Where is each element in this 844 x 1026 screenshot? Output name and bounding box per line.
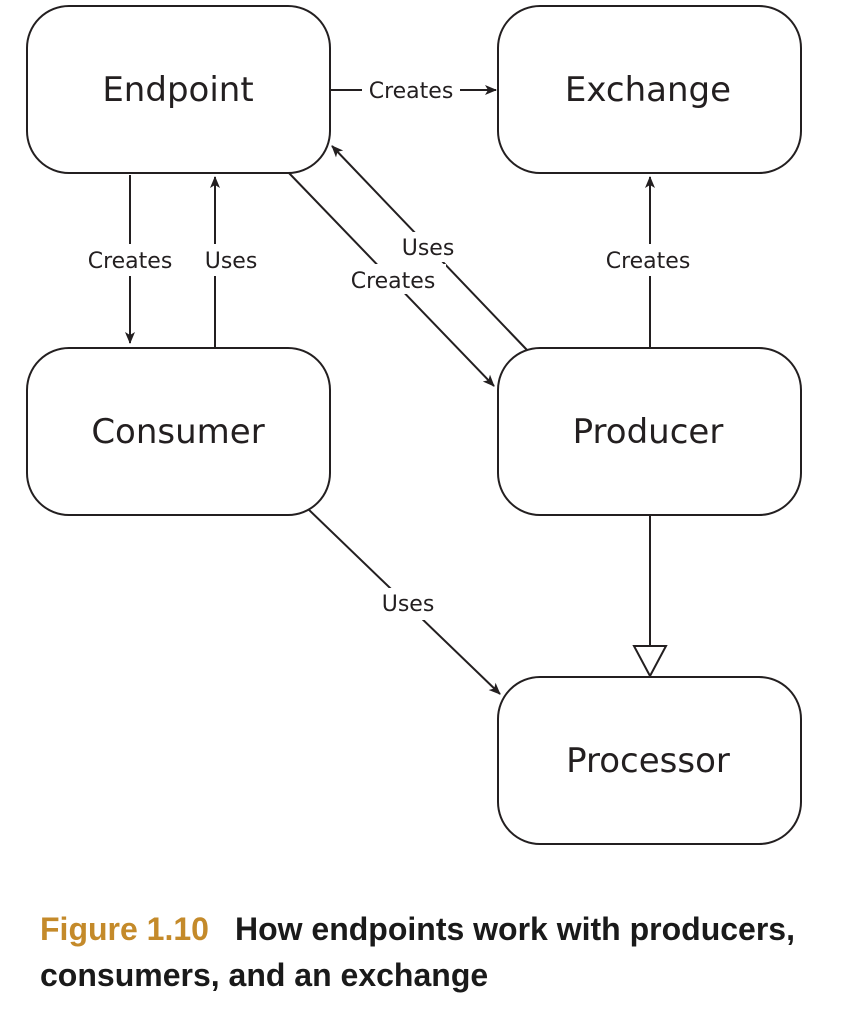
node-consumer: Consumer <box>26 347 331 516</box>
node-processor: Processor <box>497 676 802 845</box>
edge-label-producer-exchange: Creates <box>606 249 691 274</box>
edge-label-endpoint-exchange: Creates <box>369 79 454 104</box>
node-exchange-label: Exchange <box>565 70 731 110</box>
inheritance-triangle-icon <box>632 645 668 679</box>
node-consumer-label: Consumer <box>91 412 264 452</box>
node-producer: Producer <box>497 347 802 516</box>
edge-label-endpoint-consumer: Creates <box>88 249 173 274</box>
figure-caption-text: How endpoints work with producers, consu… <box>40 911 795 993</box>
architecture-diagram: Creates Creates Uses Uses Creates Create… <box>26 5 802 845</box>
node-exchange: Exchange <box>497 5 802 174</box>
edge-label-endpoint-producer: Creates <box>351 269 436 294</box>
node-producer-label: Producer <box>573 412 724 452</box>
node-processor-label: Processor <box>566 741 730 781</box>
edge-label-consumer-processor: Uses <box>382 592 435 617</box>
edge-label-consumer-endpoint: Uses <box>205 249 258 274</box>
node-endpoint-label: Endpoint <box>102 70 253 110</box>
node-endpoint: Endpoint <box>26 5 331 174</box>
edge-label-producer-endpoint: Uses <box>402 236 455 261</box>
figure-number: Figure 1.10 <box>40 911 209 947</box>
